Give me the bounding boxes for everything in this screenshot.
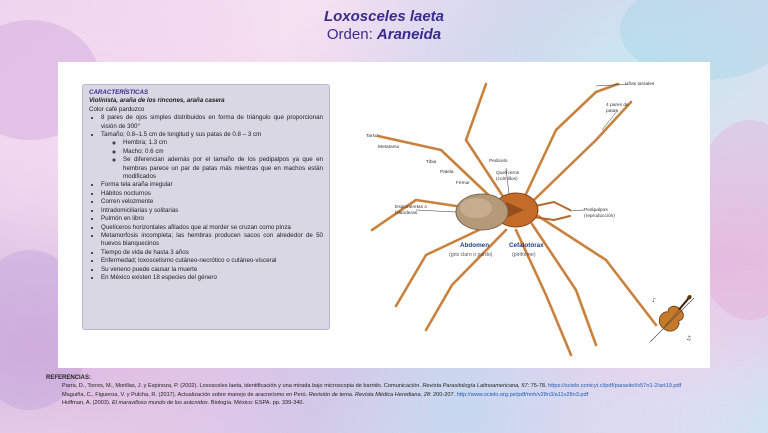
violin-icon: ♪ ♫ — [649, 295, 695, 343]
color-text: Color café parduzco — [89, 105, 145, 113]
label-abdomen: Abdomen — [460, 242, 490, 249]
label-femur: Fémur — [456, 181, 470, 186]
label-pedipalps: Pedipalpos (reproducción) — [584, 208, 615, 219]
label-cephalothorax: Cefalotórax — [509, 242, 544, 249]
page-subtitle: Orden: Araneida — [0, 26, 768, 44]
svg-text:♫: ♫ — [686, 335, 691, 342]
size-sublist: Hembra; 1.3 cm Macho; 0.6 cm Se diferenc… — [101, 139, 323, 181]
characteristics-heading: CARACTERÍSTICAS — [89, 89, 149, 96]
reference-text: Parra, D., Torres, M., Morillas, J. y Es… — [62, 383, 421, 390]
list-item: Metamorfosis incompleta; las hembras pro… — [101, 232, 323, 249]
reference-journal: Revista Parasitología Latinoamericana, 5… — [422, 383, 528, 390]
reference-tail: : 200-207. — [429, 391, 456, 398]
label-four-pairs: 4 pares de patas — [606, 103, 629, 114]
list-item: Tamaño; 0.8–1.5 cm de longitud y sus pat… — [101, 131, 323, 181]
list-item: 8 pares de ojos simples distribuidos en … — [101, 114, 323, 131]
list-item: Su veneno puede causar la muerte — [101, 266, 323, 274]
sublist-item: Macho; 0.6 cm — [123, 148, 323, 156]
label-queliceros: Quelíceros (colmillos) — [496, 171, 520, 182]
label-metatarso: Metatarso — [378, 145, 400, 150]
characteristics-list: 8 pares de ojos simples distribuidos en … — [89, 114, 323, 282]
order-label: Orden: — [326, 26, 373, 43]
list-item: Tiempo de vida de hasta 3 años — [101, 249, 323, 257]
references-heading: REFERENCIAS: — [46, 375, 92, 381]
label-tarso: Tarso — [366, 134, 378, 139]
common-names: Violinista, araña de los rincones, araña… — [89, 97, 225, 105]
reference-item: Hoffman, A. (2003). El maravilloso mundo… — [62, 399, 746, 407]
order-value: Araneida — [376, 26, 442, 43]
page-header: Loxosceles laeta Orden: Araneida — [0, 8, 768, 44]
characteristics-panel: CARACTERÍSTICAS Violinista, araña de los… — [82, 84, 330, 330]
reference-journal: Revisión de tema. Revista Médica Heredia… — [308, 391, 430, 398]
label-tarsal-claws: Uñas tarsales — [625, 82, 655, 87]
reference-link[interactable]: http://www.scielo.org.pe/pdf/rmh/v28n3/a… — [456, 391, 589, 398]
svg-text:♪: ♪ — [652, 297, 656, 304]
reference-link[interactable]: https://scielo.conicyt.cl/pdf/parasitol/… — [548, 383, 682, 390]
page-title: Loxosceles laeta — [323, 8, 445, 25]
reference-journal: El maravilloso mundo de los arácnidos. — [111, 400, 210, 407]
reference-item: Maguiña, C., Figueroa, V. y Pulcha, R. (… — [62, 391, 746, 399]
list-item: Intradomiciliarias y solitarias — [101, 207, 323, 215]
label-pedicelo: Pedicelo — [489, 159, 508, 164]
spider-illustration — [370, 82, 658, 357]
reference-tail: Biología. México: ESPA. pp. 339-340. — [209, 400, 305, 407]
label-tibia: Tibia — [426, 160, 437, 165]
label-abdomen-note: (gris claro o pardo) — [449, 252, 493, 258]
list-item: Corren velozmente — [101, 198, 323, 206]
list-item: Pulmón en libro — [101, 215, 323, 223]
reference-item: Parra, D., Torres, M., Morillas, J. y Es… — [62, 382, 746, 390]
list-item: Forma tela araña irregular — [101, 181, 323, 189]
label-patela: Patela — [440, 170, 454, 175]
label-spinnerets: Espinneretas o hilanderas — [395, 205, 427, 216]
list-item: Hábitos nocturnos — [101, 190, 323, 198]
list-item: En México existen 18 especies del género — [101, 274, 323, 282]
list-item-text: Tamaño; 0.8–1.5 cm de longitud y sus pat… — [101, 131, 262, 139]
list-item: Enfermedad; loxoscelismo cutáneo-necróti… — [101, 257, 323, 265]
sublist-item: Hembra; 1.3 cm — [123, 139, 323, 147]
reference-text: Hoffman, A. (2003). — [62, 400, 111, 407]
list-item: Quelíceros horizontales afilados que al … — [101, 224, 323, 232]
reference-text: Maguiña, C., Figueroa, V. y Pulcha, R. (… — [62, 391, 308, 398]
references-list: Parra, D., Torres, M., Morillas, J. y Es… — [46, 382, 746, 407]
label-cephalothorax-note: (piriforme) — [512, 252, 536, 258]
references: REFERENCIAS: Parra, D., Torres, M., Mori… — [46, 374, 746, 408]
sublist-item: Se diferencian además por el tamaño de l… — [123, 156, 323, 181]
reference-tail: : 75-78. — [527, 383, 547, 390]
